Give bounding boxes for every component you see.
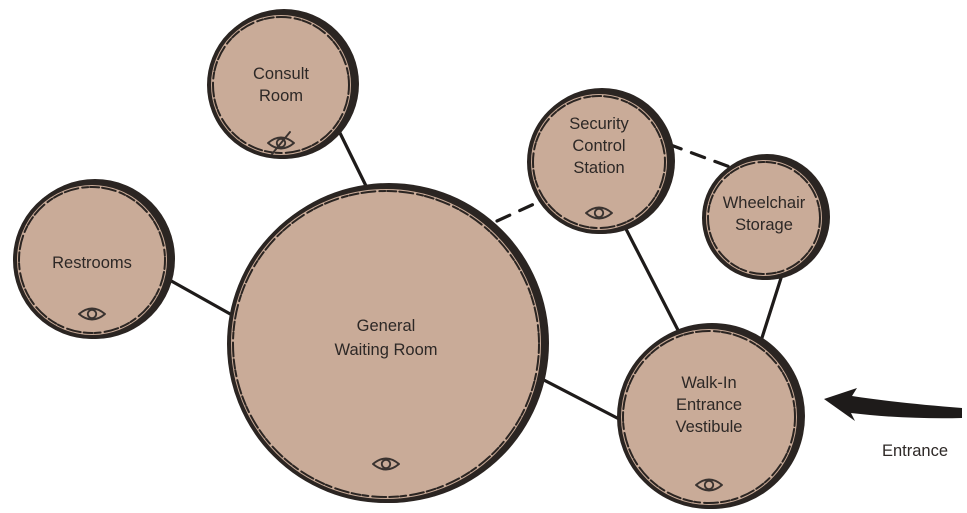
eye-slash-icon [267,131,295,155]
node-circle [619,327,799,507]
node-label-line: Control [572,137,625,155]
eye-icon [695,478,723,492]
node-outline-texture [532,95,666,229]
eye-icon [585,206,613,220]
node-outline-texture [212,16,350,154]
node-outline [227,185,545,503]
node-circle [15,183,169,337]
eye-icon [78,307,106,321]
links-layer [164,129,783,422]
link-wheelchair-storage-to-walk-in-entrance-vestibule [758,276,783,346]
link-consult-room-to-general-waiting-room [337,129,370,192]
node-outline [13,181,171,339]
node-label-line: Vestibule [676,418,743,436]
node-label-line: Room [259,87,303,105]
node-outline-texture [232,190,540,498]
node-label-line: Wheelchair [723,194,806,212]
node-outline [617,325,801,509]
node-outline-texture [622,330,796,504]
entrance-marker: Entrance [824,388,962,460]
link-general-waiting-room-to-walk-in-entrance-vestibule [538,376,623,422]
node-outline [702,156,826,280]
entrance-label: Entrance [882,442,948,460]
node-circle [529,92,669,232]
node-label-line: Waiting Room [334,341,437,359]
node-label-line: General [357,317,416,335]
node-circle [209,13,353,157]
node-label-line: Station [573,159,624,177]
node-label-line: Security [569,115,629,133]
node-outline [527,90,671,234]
node-label-line: Entrance [676,396,742,414]
entrance-arrow [824,388,962,421]
node-label-line: Storage [735,216,793,234]
eye-icon [372,457,400,471]
node-label-line: Consult [253,65,309,83]
link-security-control-station-to-walk-in-entrance-vestibule [624,227,682,336]
node-label-line: Restrooms [52,254,132,272]
node-restrooms: Restrooms [13,179,175,339]
link-restrooms-to-general-waiting-room [164,276,234,317]
node-circle [704,158,824,278]
node-circle [229,187,543,501]
node-outline [207,11,355,159]
node-outline-texture [707,161,821,275]
node-outline-texture [18,186,166,334]
node-label-line: Walk-In [681,374,736,392]
link-general-waiting-room-to-security-control-station [495,197,547,223]
node-label: Restrooms [52,254,132,272]
link-security-control-station-to-wheelchair-storage [666,142,740,172]
